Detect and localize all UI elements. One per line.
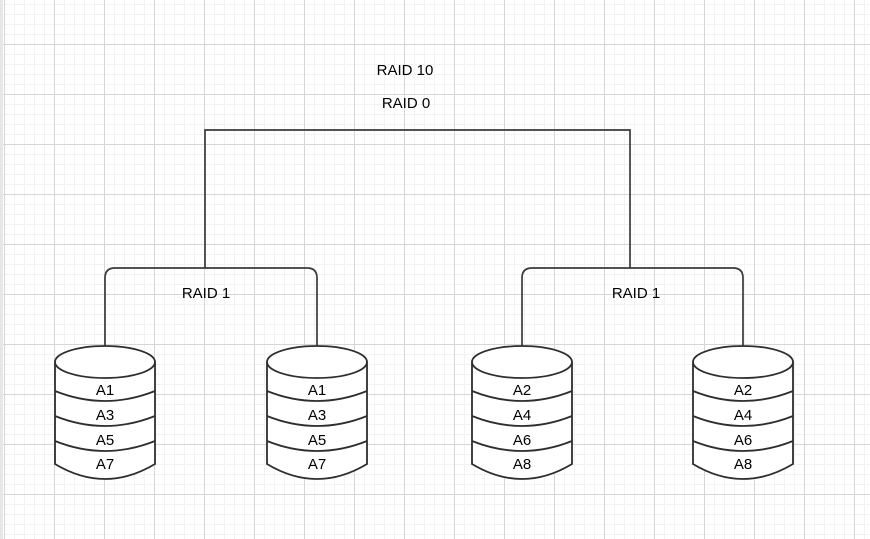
disk-2-block: A5 — [308, 432, 326, 449]
disk-1-divider — [54, 415, 156, 427]
disk-1-block: A3 — [96, 407, 114, 424]
raid1-right-label[interactable]: RAID 1 — [612, 285, 660, 302]
raid10-title: RAID 10 — [377, 62, 434, 79]
disk-3-block: A2 — [513, 382, 531, 399]
disk-2-top — [266, 345, 368, 379]
disk-1[interactable]: A1 A3 A5 A7 — [54, 345, 156, 480]
disk-4-divider — [692, 440, 794, 452]
raid0-connector[interactable] — [204, 129, 631, 268]
disk-1-block: A1 — [96, 382, 114, 399]
disk-2-block: A3 — [308, 407, 326, 424]
disk-1-top — [54, 345, 156, 379]
disk-2-divider — [266, 390, 368, 402]
disk-4-divider — [692, 390, 794, 402]
disk-2-divider — [266, 440, 368, 452]
disk-1-divider — [54, 440, 156, 452]
disk-3-block: A6 — [513, 432, 531, 449]
disk-2-body — [266, 362, 368, 480]
disk-3[interactable]: A2 A4 A6 A8 — [471, 345, 573, 480]
disk-4-block: A2 — [734, 382, 752, 399]
disk-2-divider — [266, 415, 368, 427]
disk-2-block: A1 — [308, 382, 326, 399]
disk-3-divider — [471, 415, 573, 427]
raid0-label[interactable]: RAID 0 — [382, 95, 430, 112]
disk-3-divider — [471, 390, 573, 402]
canvas-left-edge — [0, 0, 3, 539]
disk-4-block: A6 — [734, 432, 752, 449]
disk-4-body — [692, 362, 794, 480]
disk-4-block: A8 — [734, 456, 752, 473]
raid1-left-bracket[interactable] — [104, 267, 318, 347]
disk-1-block: A5 — [96, 432, 114, 449]
disk-3-divider — [471, 440, 573, 452]
disk-4-divider — [692, 415, 794, 427]
disk-4-top — [692, 345, 794, 379]
raid1-left-label[interactable]: RAID 1 — [182, 285, 230, 302]
disk-2-block: A7 — [308, 456, 326, 473]
disk-1-divider — [54, 390, 156, 402]
disk-3-body — [471, 362, 573, 480]
disk-3-top — [471, 345, 573, 379]
disk-1-block: A7 — [96, 456, 114, 473]
disk-3-block: A4 — [513, 407, 531, 424]
disk-1-body — [54, 362, 156, 480]
disk-4[interactable]: A2 A4 A6 A8 — [692, 345, 794, 480]
raid1-right-bracket[interactable] — [521, 267, 744, 347]
disk-4-block: A4 — [734, 407, 752, 424]
disk-3-block: A8 — [513, 456, 531, 473]
disk-2[interactable]: A1 A3 A5 A7 — [266, 345, 368, 480]
